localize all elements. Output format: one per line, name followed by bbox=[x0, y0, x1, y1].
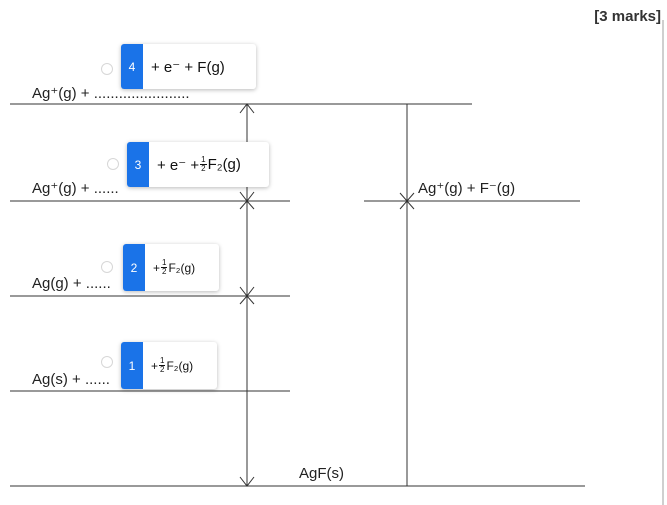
level-label-right: Ag⁺(g) + F⁻(g) bbox=[418, 180, 516, 197]
card-text: + e⁻ + F(g) bbox=[151, 58, 225, 76]
blank-dots: ...... bbox=[93, 180, 119, 197]
right-frame-border bbox=[662, 20, 664, 505]
level-label-bottom: AgF(s) bbox=[299, 465, 344, 482]
card-prefix: + e⁻ + bbox=[157, 156, 200, 174]
fraction-bottom: 2 bbox=[201, 164, 206, 173]
radio-circle-icon[interactable] bbox=[101, 63, 113, 75]
fraction-top: 1 bbox=[159, 356, 166, 366]
answer-card-4[interactable]: 4 + e⁻ + F(g) bbox=[121, 44, 256, 89]
fraction-bottom: 2 bbox=[162, 267, 167, 276]
level-label-2: Ag(g) + ...... bbox=[32, 275, 111, 292]
card-suffix: F₂(g) bbox=[168, 260, 196, 275]
card-suffix: F₂(g) bbox=[207, 156, 241, 173]
card-number: 3 bbox=[127, 142, 149, 187]
marks-label: [3 marks] bbox=[594, 8, 661, 25]
blank-dots: ...... bbox=[85, 275, 111, 292]
species-text: Ag⁺(g) + bbox=[32, 180, 94, 197]
radio-circle-icon[interactable] bbox=[101, 261, 113, 273]
card-prefix: + bbox=[151, 358, 159, 373]
radio-circle-icon[interactable] bbox=[101, 356, 113, 368]
card-suffix: F₂(g) bbox=[166, 358, 194, 373]
species-text: Ag(g) + bbox=[32, 275, 86, 292]
card-number: 4 bbox=[121, 44, 143, 89]
fraction-top: 1 bbox=[161, 258, 168, 268]
species-text: Ag⁺(g) + bbox=[32, 85, 94, 102]
radio-circle-icon[interactable] bbox=[107, 158, 119, 170]
arrow-icon bbox=[399, 192, 415, 210]
blank-dots: ....................... bbox=[93, 85, 190, 102]
card-prefix: + bbox=[153, 260, 161, 275]
fraction-bottom: 2 bbox=[160, 365, 165, 374]
card-number: 2 bbox=[123, 244, 145, 291]
level-label-3: Ag⁺(g) + ...... bbox=[32, 179, 119, 197]
fraction-top: 1 bbox=[200, 155, 207, 165]
arrow-icon bbox=[239, 103, 255, 487]
species-text: Ag(s) + bbox=[32, 371, 85, 388]
blank-dots: ...... bbox=[84, 371, 110, 388]
level-label-4: Ag⁺(g) + ....................... bbox=[32, 84, 190, 102]
card-number: 1 bbox=[121, 342, 143, 389]
level-label-1: Ag(s) + ...... bbox=[32, 371, 110, 388]
